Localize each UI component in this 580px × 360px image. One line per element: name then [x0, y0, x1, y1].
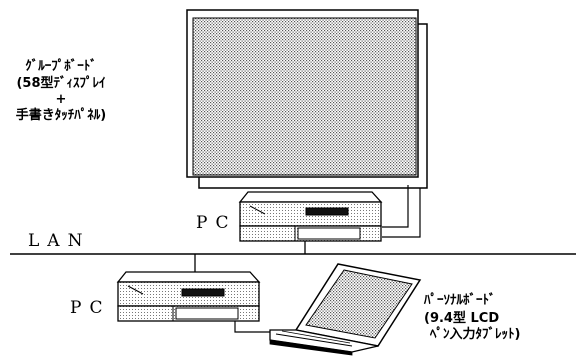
pc-bottom-label: PC	[70, 300, 110, 317]
personal-board-lcd: (9.4型 LCD	[424, 312, 520, 325]
tablet-cable	[235, 321, 270, 332]
personal-board-title: ﾊﾟｰｿﾅﾙﾎﾞｰﾄﾞ	[424, 294, 520, 307]
group-board-touch-panel: 手書きﾀｯﾁﾊﾟﾈﾙ)	[2, 109, 120, 122]
personal-board-pen-tablet: ﾍﾟﾝ入力ﾀﾌﾞﾚｯﾄ)	[424, 328, 520, 341]
group-board-title: ｸﾞﾙｰﾌﾟﾎﾞｰﾄﾞ	[2, 60, 120, 73]
pc-bottom-icon	[118, 272, 259, 321]
large-display	[187, 10, 427, 188]
pc-top-label: PC	[196, 215, 236, 232]
group-board-label: ｸﾞﾙｰﾌﾟﾎﾞｰﾄﾞ (58型ﾃﾞｨｽﾌﾟﾚｲ + 手書きﾀｯﾁﾊﾟﾈﾙ)	[2, 60, 120, 122]
laptop-tablet-icon	[270, 264, 420, 355]
lan-label: LAN	[28, 233, 90, 250]
group-board-display: (58型ﾃﾞｨｽﾌﾟﾚｲ	[2, 77, 120, 90]
personal-board-label: ﾊﾟｰｿﾅﾙﾎﾞｰﾄﾞ (9.4型 LCD ﾍﾟﾝ入力ﾀﾌﾞﾚｯﾄ)	[424, 294, 520, 341]
pc-top-icon	[240, 192, 381, 241]
display-cable	[382, 185, 420, 237]
group-board-plus: +	[2, 93, 120, 106]
